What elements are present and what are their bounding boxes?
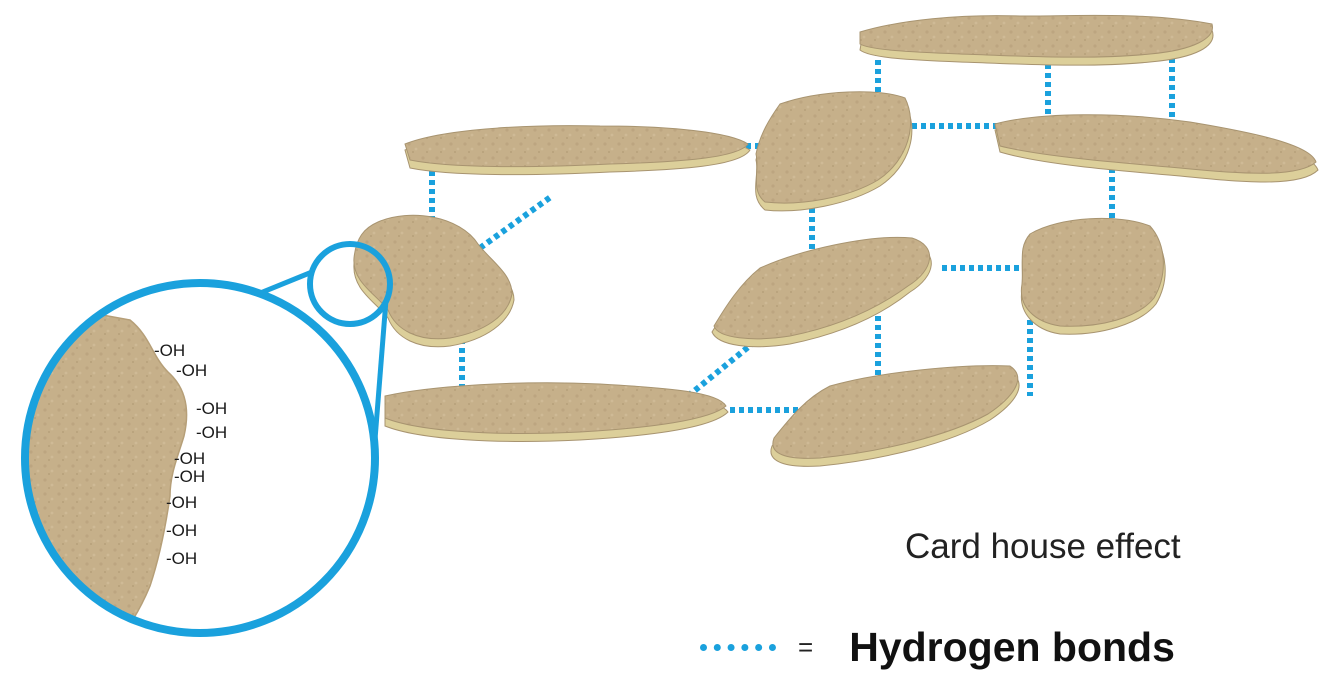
hydroxyl-label: -OH <box>154 341 185 360</box>
clay-platelet <box>860 15 1212 57</box>
clay-platelet <box>995 115 1316 174</box>
hydroxyl-label: -OH <box>166 521 197 540</box>
hydroxyl-label: -OH <box>166 493 197 512</box>
hydrogen-bond <box>480 196 552 248</box>
hydroxyl-label: -OH <box>174 449 205 468</box>
clay-platelet <box>756 92 911 203</box>
legend-equals-sign: = <box>798 632 813 663</box>
hydrogen-bond-swatch <box>700 644 776 651</box>
legend-label: Hydrogen bonds <box>849 624 1175 671</box>
hydroxyl-label: -OH <box>166 549 197 568</box>
zoom-indicator: -OH -OH -OH -OH -OH -OH -OH -OH -OH <box>20 244 390 650</box>
legend: = Hydrogen bonds <box>700 612 1175 682</box>
clay-platelets <box>354 15 1318 466</box>
hydrogen-bond <box>688 344 752 396</box>
hydroxyl-label: -OH <box>196 399 227 418</box>
clay-platelet <box>773 366 1018 459</box>
diagram-caption: Card house effect <box>905 527 1181 567</box>
clay-platelet <box>714 237 930 338</box>
hydroxyl-label: -OH <box>196 423 227 442</box>
hydroxyl-label: -OH <box>176 361 207 380</box>
clay-platelet <box>354 215 512 339</box>
hydroxyl-label: -OH <box>174 467 205 486</box>
